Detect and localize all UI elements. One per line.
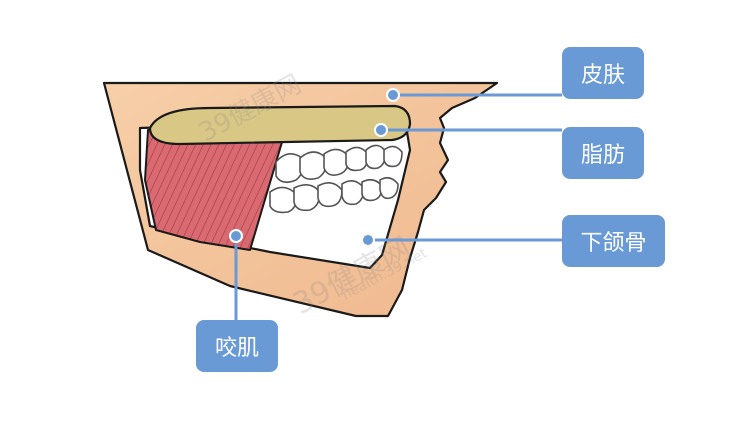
label-masseter: 咬肌 (196, 320, 278, 372)
lower-tooth (341, 180, 365, 206)
fat-pad (148, 104, 412, 146)
upper-tooth (365, 144, 387, 170)
upper-tooth (383, 145, 403, 168)
upper-tooth (323, 148, 350, 176)
lower-tooth (293, 184, 321, 212)
lower-tooth (379, 176, 399, 200)
upper-tooth (275, 153, 304, 184)
circle-dot-icon (386, 88, 400, 102)
lower-tooth (361, 178, 383, 202)
label-mandible: 下颌骨 (562, 215, 665, 267)
teeth (269, 144, 403, 214)
lower-tooth (317, 182, 343, 208)
circle-dot-icon (361, 233, 375, 247)
upper-tooth (299, 151, 328, 180)
upper-tooth (345, 146, 369, 172)
label-fat: 脂肪 (562, 127, 644, 179)
circle-dot-icon (374, 123, 388, 137)
lower-tooth (269, 186, 298, 214)
circle-dot-icon (229, 229, 243, 243)
label-skin: 皮肤 (562, 47, 644, 99)
